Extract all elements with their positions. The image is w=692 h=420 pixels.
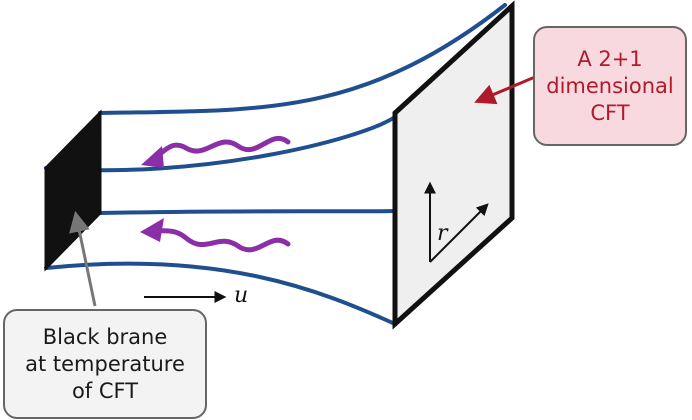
radial-label: r <box>437 221 449 246</box>
tube-line-top-front <box>44 115 397 173</box>
brane-callout-line-1: Black brane <box>42 324 168 349</box>
wave-upper-head <box>141 146 164 168</box>
black-brane <box>44 109 102 272</box>
brane-pointer-arrow <box>69 210 97 307</box>
cft-callout: A 2+1 dimensional CFT <box>533 26 687 146</box>
cft-callout-line-3: CFT <box>590 100 630 125</box>
cft-boundary-plane <box>392 0 515 330</box>
wave-lower <box>149 227 291 253</box>
boundary-axes <box>424 181 489 263</box>
tube-line-bottom-front <box>44 261 397 326</box>
brane-callout: Black brane at temperature of CFT <box>3 309 207 419</box>
tube-line-bottom-back <box>98 209 397 215</box>
brane-callout-line-2: at temperature <box>25 351 185 376</box>
wave-lower-head <box>140 218 164 242</box>
wave-upper <box>149 135 291 163</box>
u-label: u <box>234 283 248 308</box>
infalling-waves <box>140 135 291 253</box>
cft-callout-line-1: A 2+1 <box>577 46 643 71</box>
cft-pointer-arrow <box>474 75 536 105</box>
axis-diagonal <box>429 203 489 263</box>
brane-callout-line-3: of CFT <box>71 378 139 403</box>
tube-line-top-back <box>98 3 507 115</box>
tube-lines <box>44 3 507 326</box>
cft-callout-line-2: dimensional <box>546 73 674 98</box>
